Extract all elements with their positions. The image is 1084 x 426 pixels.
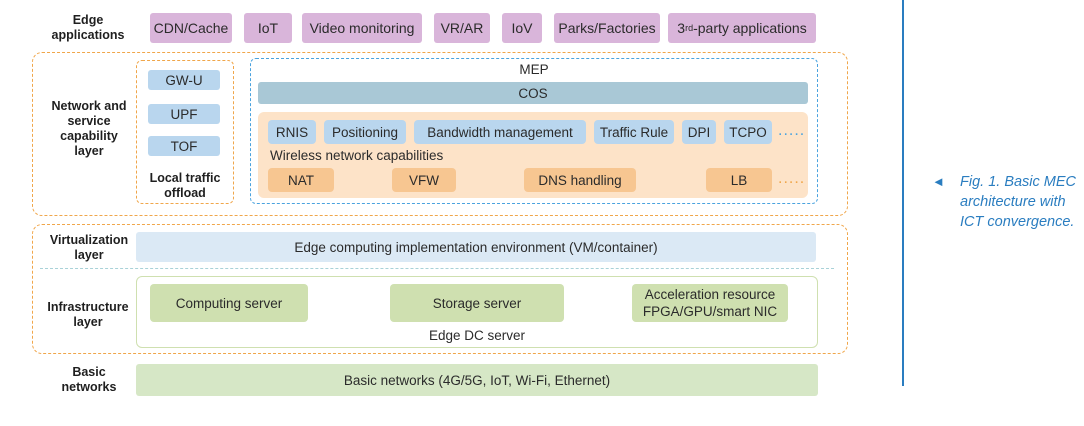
caption-arrow-icon: ◄ [932, 174, 945, 189]
virt-infra-layer-box [32, 224, 848, 354]
svc-more-dots: ..... [778, 170, 806, 187]
label-virtualization-layer: Virtualization layer [49, 233, 129, 262]
cap-dpi: DPI [682, 120, 716, 144]
svc-nat: NAT [268, 168, 334, 192]
upf-box: UPF [148, 104, 220, 124]
network-service-layer-box [32, 52, 848, 216]
gw-u-box: GW-U [148, 70, 220, 90]
edge-computing-env-bar: Edge computing implementation environmen… [136, 232, 816, 262]
layer-divider [40, 268, 834, 269]
mep-title: MEP [519, 62, 549, 77]
acceleration-line2: FPGA/GPU/smart NIC [642, 304, 778, 319]
local-offload-title: Local traffic offload [149, 171, 221, 200]
computing-server: Computing server [150, 284, 308, 322]
vertical-rule [902, 0, 904, 386]
acceleration-resource: Acceleration resource FPGA/GPU/smart NIC [632, 284, 788, 322]
app-iov: IoV [502, 13, 542, 43]
label-network-service-layer: Network and service capability layer [51, 99, 127, 158]
acceleration-line1: Acceleration resource [644, 287, 776, 302]
figure-caption: Fig. 1. Basic MEC architecture with ICT … [960, 174, 1077, 230]
cap-traffic-rule: Traffic Rule [594, 120, 674, 144]
third-party-sup: rd [685, 23, 694, 33]
tof-box: TOF [148, 136, 220, 156]
app-iot: IoT [244, 13, 292, 43]
app-vr-ar: VR/AR [434, 13, 490, 43]
label-infrastructure-layer: Infrastructure layer [47, 300, 129, 329]
third-party-suffix: -party applications [693, 20, 807, 36]
mep-box [250, 58, 818, 204]
svc-vfw: VFW [392, 168, 456, 192]
svc-dns-handling: DNS handling [524, 168, 636, 192]
cap-rnis: RNIS [268, 120, 316, 144]
local-offload-box [136, 60, 234, 204]
edge-dc-server-label: Edge DC server [428, 328, 526, 343]
label-basic-networks: Basic networks [61, 365, 117, 394]
wireless-capabilities-label: Wireless network capabilities [270, 148, 444, 163]
storage-server: Storage server [390, 284, 564, 322]
cap-tcpo: TCPO [724, 120, 772, 144]
cos-bar: COS [258, 82, 808, 104]
cap-positioning: Positioning [324, 120, 406, 144]
label-edge-applications: Edge applications [51, 13, 125, 42]
cap-more-dots: ..... [778, 122, 806, 139]
app-parks-factories: Parks/Factories [554, 13, 660, 43]
svc-lb: LB [706, 168, 772, 192]
app-video-monitoring: Video monitoring [302, 13, 422, 43]
app-cdn-cache: CDN/Cache [150, 13, 232, 43]
basic-networks-bar: Basic networks (4G/5G, IoT, Wi-Fi, Ether… [136, 364, 818, 396]
cap-bandwidth-management: Bandwidth management [414, 120, 586, 144]
third-party-prefix: 3 [677, 20, 686, 36]
